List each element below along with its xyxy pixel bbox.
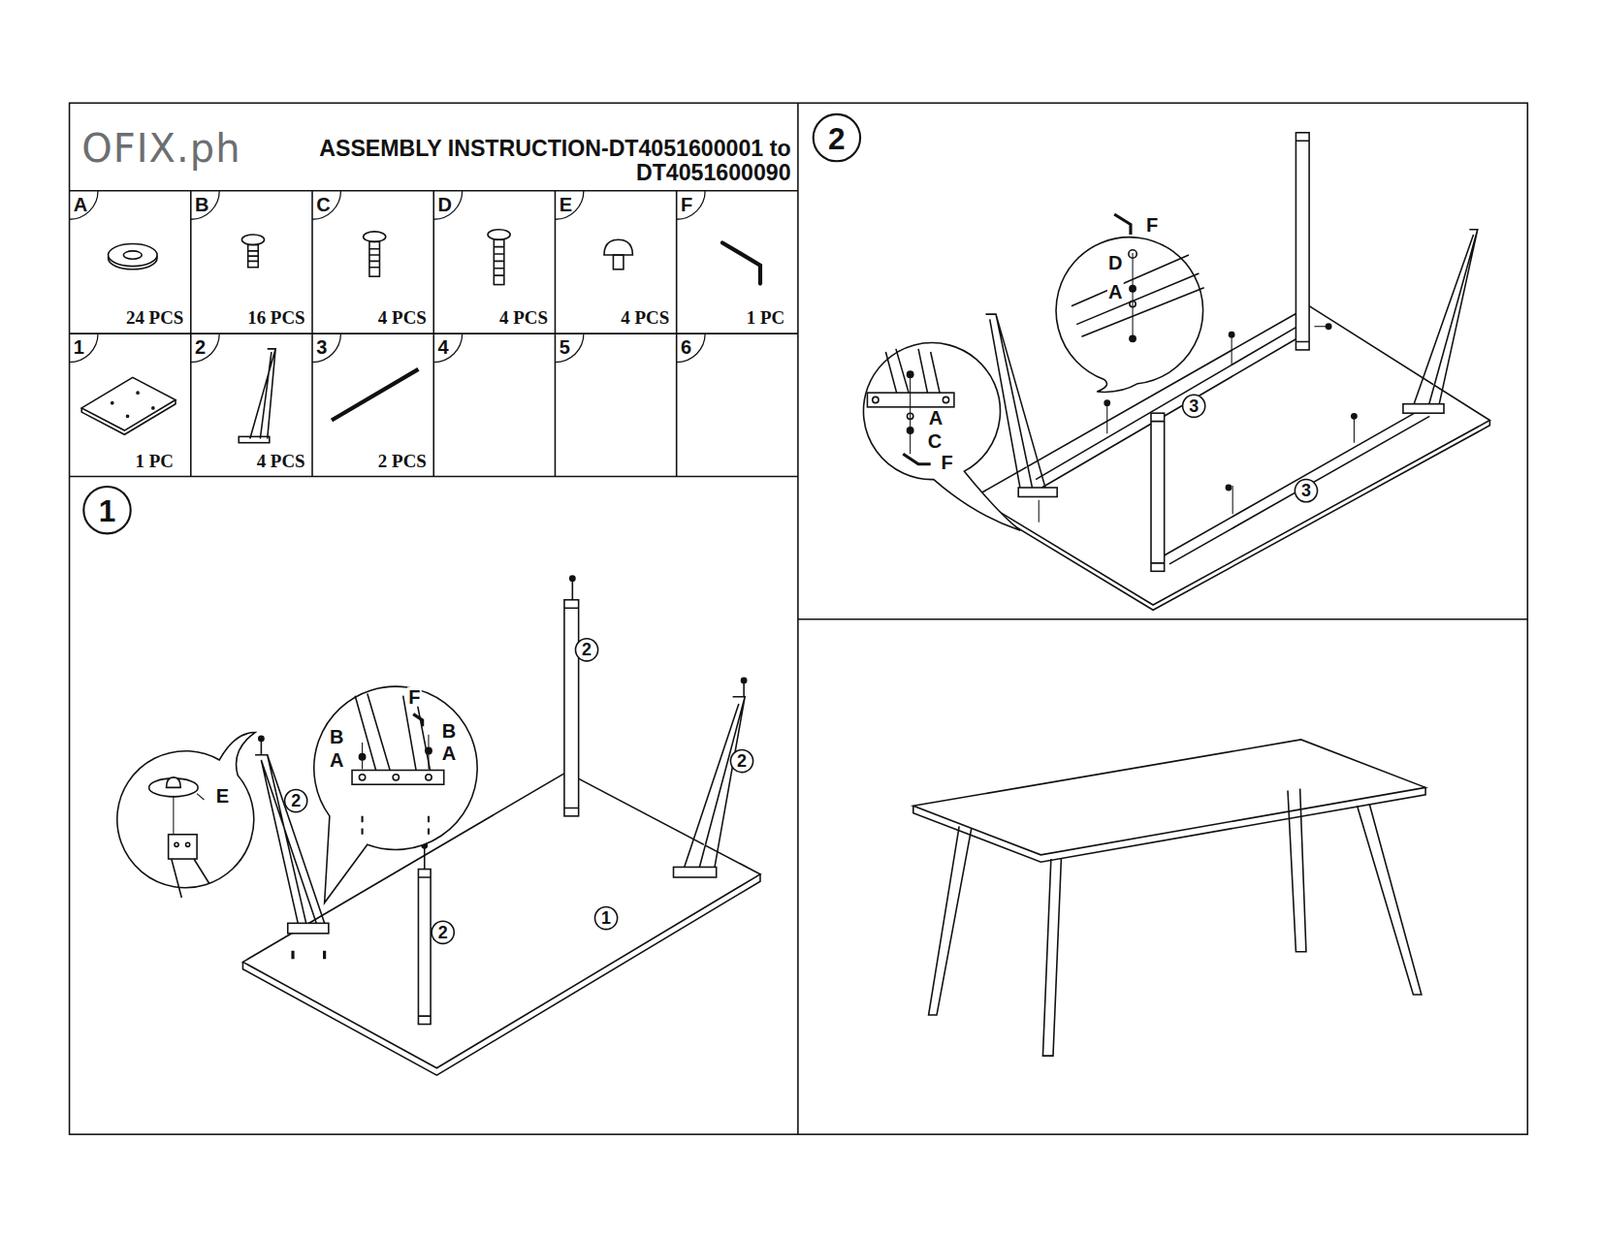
callout-number: 1 [601, 909, 611, 928]
part-letter: 6 [680, 337, 692, 357]
hardware-letter: D [1107, 253, 1124, 273]
part-letter: 4 [437, 337, 448, 357]
callout-number: 3 [1188, 397, 1199, 416]
brand-logo: OFIX.ph [81, 129, 241, 169]
part-quantity: 4 PCS [499, 308, 548, 327]
part-letter: D [437, 194, 451, 215]
hardware-letter: A [928, 408, 945, 428]
part-quantity: 24 PCS [126, 308, 184, 327]
part-letter: 1 [73, 337, 85, 357]
hardware-letter: F [1145, 216, 1159, 236]
part-letter: E [559, 194, 573, 215]
hardware-letter: F [407, 687, 421, 707]
hardware-letter: A [328, 750, 346, 770]
hardware-letter: B [441, 722, 458, 742]
sheet-title: ASSEMBLY INSTRUCTION-DT4051600001 to DT4… [286, 136, 792, 187]
hardware-letter: C [927, 432, 944, 452]
hardware-letter: A [441, 744, 458, 765]
callout-number: 2 [290, 792, 301, 810]
part-letter: A [73, 194, 88, 215]
hardware-letter: F [939, 452, 954, 473]
part-letter: C [316, 194, 330, 215]
hardware-letter: E [215, 786, 230, 806]
hardware-letter: B [328, 727, 346, 747]
step-number: 2 [828, 123, 846, 155]
part-quantity: 2 PCS [378, 451, 427, 471]
part-letter: F [680, 194, 693, 215]
step-number: 1 [98, 495, 117, 527]
callout-number: 2 [736, 752, 747, 770]
part-letter: 3 [316, 337, 327, 357]
part-letter: 2 [194, 337, 206, 357]
part-letter: B [194, 194, 209, 215]
hardware-letter: A [1107, 282, 1124, 302]
part-letter: 5 [559, 337, 571, 357]
part-quantity: 16 PCS [247, 308, 305, 327]
callout-number: 2 [581, 640, 592, 659]
callout-number: 3 [1301, 481, 1312, 500]
part-quantity: 1 PC [134, 451, 173, 471]
part-quantity: 4 PCS [620, 308, 670, 327]
callout-number: 2 [438, 924, 448, 942]
part-quantity: 1 PC [746, 308, 785, 327]
part-quantity: 4 PCS [256, 451, 306, 471]
part-quantity: 4 PCS [378, 308, 427, 327]
